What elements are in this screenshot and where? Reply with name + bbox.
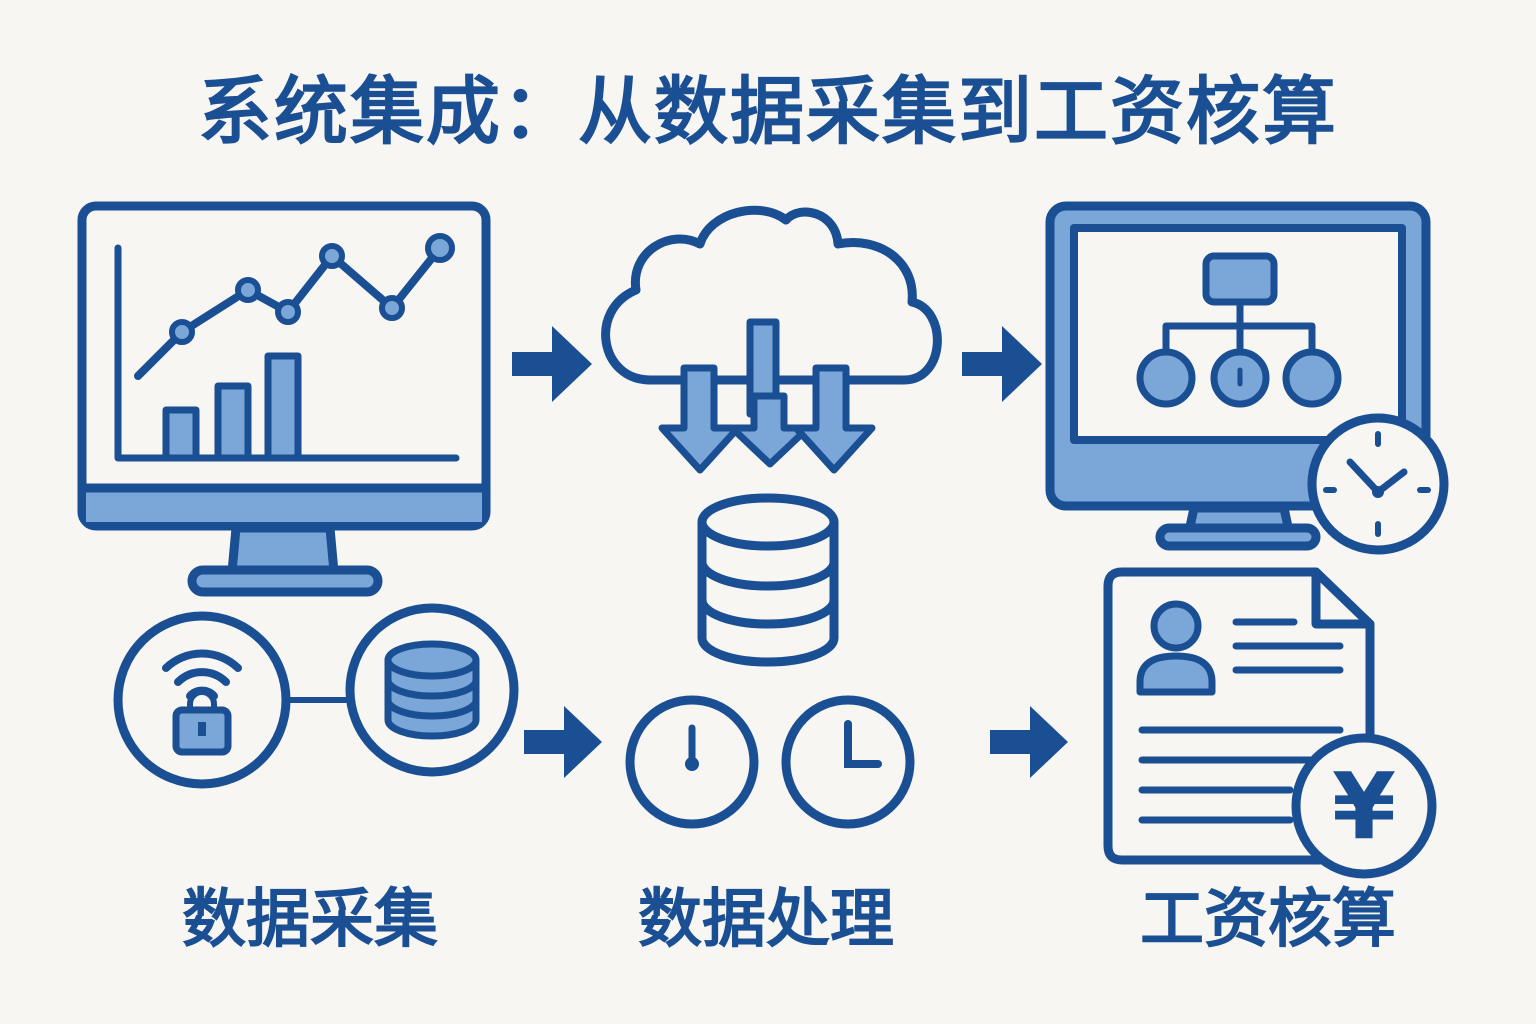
clock-icon <box>1307 413 1449 555</box>
database-icon <box>697 493 839 667</box>
stage-label-collect: 数据采集 <box>182 883 438 957</box>
cloud-download-icon <box>601 205 942 474</box>
arrow-right-icon <box>524 706 602 778</box>
yen-coin-icon: ¥ <box>1291 733 1437 879</box>
currency-symbol: ¥ <box>1332 753 1396 860</box>
clock-icon <box>781 695 915 829</box>
monitor-chart-icon <box>77 201 491 597</box>
stage-label-process: 数据处理 <box>638 883 894 957</box>
clock-icon <box>625 695 759 829</box>
page-title: 系统集成：从数据采集到工资核算 <box>198 69 1338 155</box>
arrow-right-icon <box>512 326 592 402</box>
arrow-right-icon <box>962 326 1042 402</box>
wifi-lock-icon <box>113 611 291 789</box>
database-icon <box>345 603 519 777</box>
arrow-right-icon <box>990 706 1068 778</box>
stage-label-payroll: 工资核算 <box>1140 883 1396 957</box>
